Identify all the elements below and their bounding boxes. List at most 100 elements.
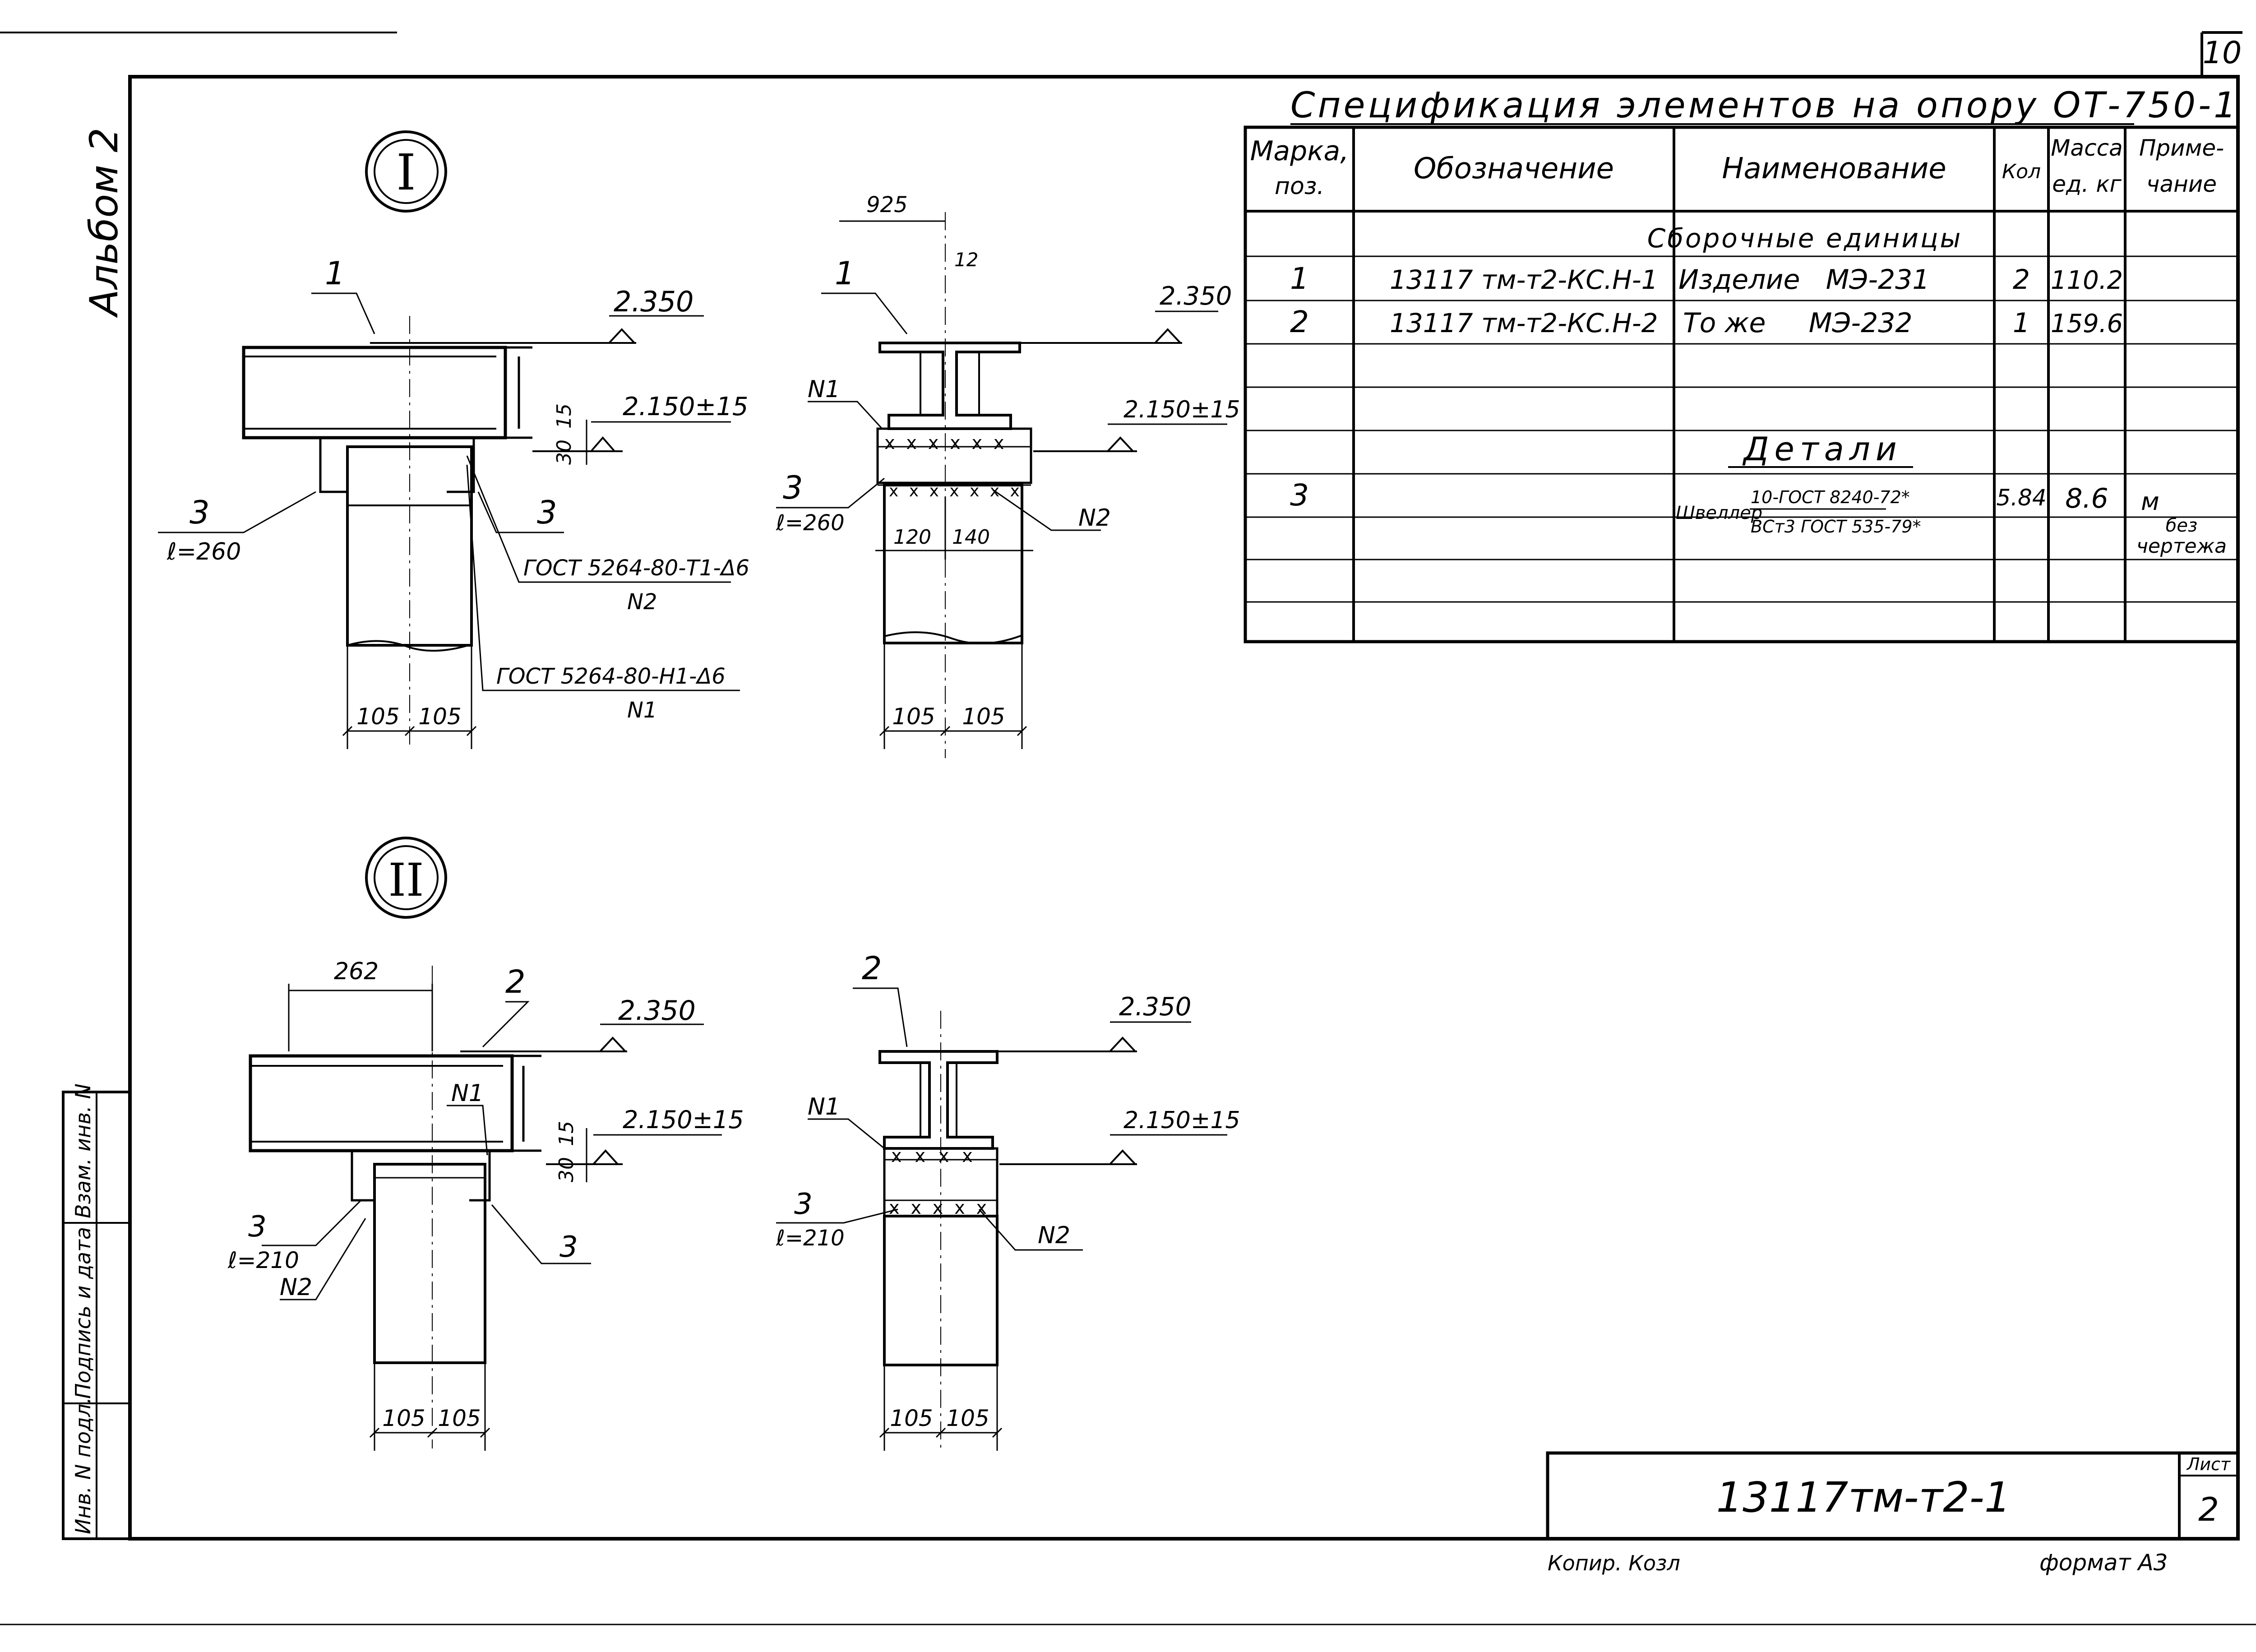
II-left-dim-b: 105: [438, 1405, 481, 1431]
stamp-replace-inv: Взам. инв. N: [71, 1083, 95, 1218]
I-right-dim-140: 140: [952, 526, 990, 549]
II-right-pos3: 3: [794, 1188, 813, 1221]
II-left-dim-262: 262: [334, 958, 379, 985]
II-left-length: ℓ=210: [227, 1247, 299, 1273]
header-mass: Масса: [2051, 135, 2122, 161]
row2-mass: 159.6: [2051, 309, 2123, 338]
II-right-length: ℓ=210: [776, 1226, 845, 1251]
II-right-n2: N2: [1038, 1222, 1070, 1249]
I-left-dim-b: 105: [418, 703, 461, 730]
header-note-2: чание: [2146, 171, 2217, 197]
II-left-n2: N2: [280, 1274, 312, 1301]
I-right-elev-bottom: 2.150±15: [1123, 396, 1240, 423]
section-I-label: I: [396, 143, 416, 201]
I-left-elev-top: 2.350: [614, 285, 694, 318]
I-right-elev-top: 2.350: [1160, 282, 1232, 311]
I-right-dim-b: 105: [962, 703, 1005, 730]
II-left-elev-bottom: 2.150±15: [623, 1106, 744, 1134]
section-II-label: II: [388, 854, 424, 907]
I-left-pos3-left: 3: [190, 494, 210, 531]
I-right-pos1: 1: [835, 255, 855, 292]
II-left-dim-15: 15: [555, 1121, 578, 1146]
I-left-dim-30: 30: [553, 440, 576, 465]
I-left-weld-2: ГОСТ 5264-80-Н1-Δ6: [496, 664, 726, 689]
I-right-dim-12: 12: [954, 249, 978, 271]
II-right-pos2: 2: [862, 950, 882, 987]
sheet-frame: [128, 75, 2240, 1541]
II-left-dim-a: 105: [382, 1405, 425, 1431]
I-left-weld-1-n: N2: [627, 589, 657, 615]
row3-note-2: чертежа: [2136, 535, 2227, 558]
I-left-length: ℓ=260: [166, 538, 241, 565]
row1-mass: 110.2: [2051, 266, 2123, 295]
page-number: 10: [2203, 35, 2242, 71]
I-right-pos3: 3: [783, 469, 803, 506]
I-right-n1: N1: [808, 376, 840, 403]
row3-unit: м: [2141, 487, 2159, 516]
stamp-inv-no: Инв. N подл.: [71, 1397, 95, 1534]
section-II-marker: II: [365, 837, 447, 919]
II-left-n1: N1: [451, 1080, 484, 1107]
album-label: Альбом 2: [82, 128, 127, 318]
I-right-weld-marks-2: x x x x x x x: [889, 482, 1022, 500]
I-left-pos1: 1: [325, 255, 345, 292]
II-right-n1: N1: [808, 1093, 840, 1120]
header-qty: Кол: [2002, 160, 2041, 183]
II-right-weld-marks: x x x x: [891, 1146, 976, 1166]
spec-table: Спецификация элементов на опору ОТ-750-1…: [1244, 85, 2240, 643]
row3-mass: 8.6: [2065, 483, 2108, 514]
I-left-weld-2-n: N1: [627, 698, 657, 723]
header-mark-2: поз.: [1275, 173, 1324, 200]
I-left-dim-a: 105: [356, 703, 399, 730]
row2-designation: 13117 тм-т2-КС.Н-2: [1390, 308, 1658, 338]
row2-qty: 1: [2013, 307, 2030, 339]
sheet-number: 2: [2198, 1490, 2219, 1528]
drawing-II-right: [776, 987, 1227, 1451]
header-note: Приме-: [2139, 135, 2224, 161]
I-left-pos3-right: 3: [537, 494, 557, 531]
I-left-dim-15: 15: [553, 403, 576, 429]
drawing-II-left: [249, 966, 722, 1451]
header-mass-unit: ед. кг: [2052, 171, 2122, 197]
header-mark: Марка,: [1250, 135, 1349, 167]
I-right-dim-925: 925: [866, 192, 908, 217]
II-left-dim-30: 30: [555, 1157, 578, 1182]
stamp-sign-date: Подпись и дата: [71, 1227, 95, 1399]
row2-mark: 2: [1290, 305, 1309, 339]
spec-title: Спецификация элементов на опору ОТ-750-1: [1290, 85, 2239, 126]
II-right-weld-marks-2: x x x x x: [889, 1198, 989, 1218]
side-stamp: Инв. N подл. Подпись и дата Взам. инв. N: [62, 1083, 131, 1540]
group-details: Детали: [1742, 430, 1902, 468]
footer-copied: Копир. Козл: [1548, 1551, 1680, 1575]
header-designation: Обозначение: [1414, 152, 1614, 185]
II-right-dim-a: 105: [890, 1405, 933, 1431]
row3-mark: 3: [1290, 478, 1309, 513]
row1-mark: 1: [1290, 261, 1309, 296]
row3-name-top: 10-ГОСТ 8240-72*: [1751, 487, 1910, 507]
group-assembly: Сборочные единицы: [1647, 223, 1963, 254]
row3-name-prefix: Швеллер: [1676, 503, 1762, 523]
II-right-elev-bottom: 2.150±15: [1123, 1107, 1240, 1134]
II-left-elev-top: 2.350: [618, 995, 696, 1027]
I-right-dim-120: 120: [893, 526, 931, 549]
II-left-pos3-left: 3: [248, 1210, 267, 1244]
row1-designation: 13117 тм-т2-КС.Н-1: [1390, 264, 1658, 295]
I-right-n2: N2: [1078, 504, 1111, 532]
row3-qty: 5.84: [1996, 485, 2046, 511]
row3-note: без: [2166, 515, 2198, 536]
I-right-length: ℓ=260: [776, 510, 845, 536]
header-name: Наименование: [1722, 152, 1946, 185]
I-left-weld-1: ГОСТ 5264-80-Т1-Δ6: [523, 555, 749, 581]
row1-name: Изделие МЭ-231: [1678, 264, 1930, 296]
section-I-marker: I: [365, 130, 447, 213]
I-left-elev-bottom: 2.150±15: [623, 392, 749, 421]
row3-name-bottom: ВСт3 ГОСТ 535-79*: [1751, 517, 1921, 537]
title-code: 13117тм-т2-1: [1716, 1473, 2011, 1522]
drawing-I-right: [776, 212, 1227, 758]
title-block: 13117тм-т2-1 Лист 2: [1546, 1451, 2240, 1541]
footer-format: формат А3: [2039, 1550, 2168, 1576]
II-left-pos3-right: 3: [559, 1231, 578, 1264]
row2-name: То же МЭ-232: [1683, 307, 1913, 339]
drawing-I-left: [158, 292, 740, 749]
